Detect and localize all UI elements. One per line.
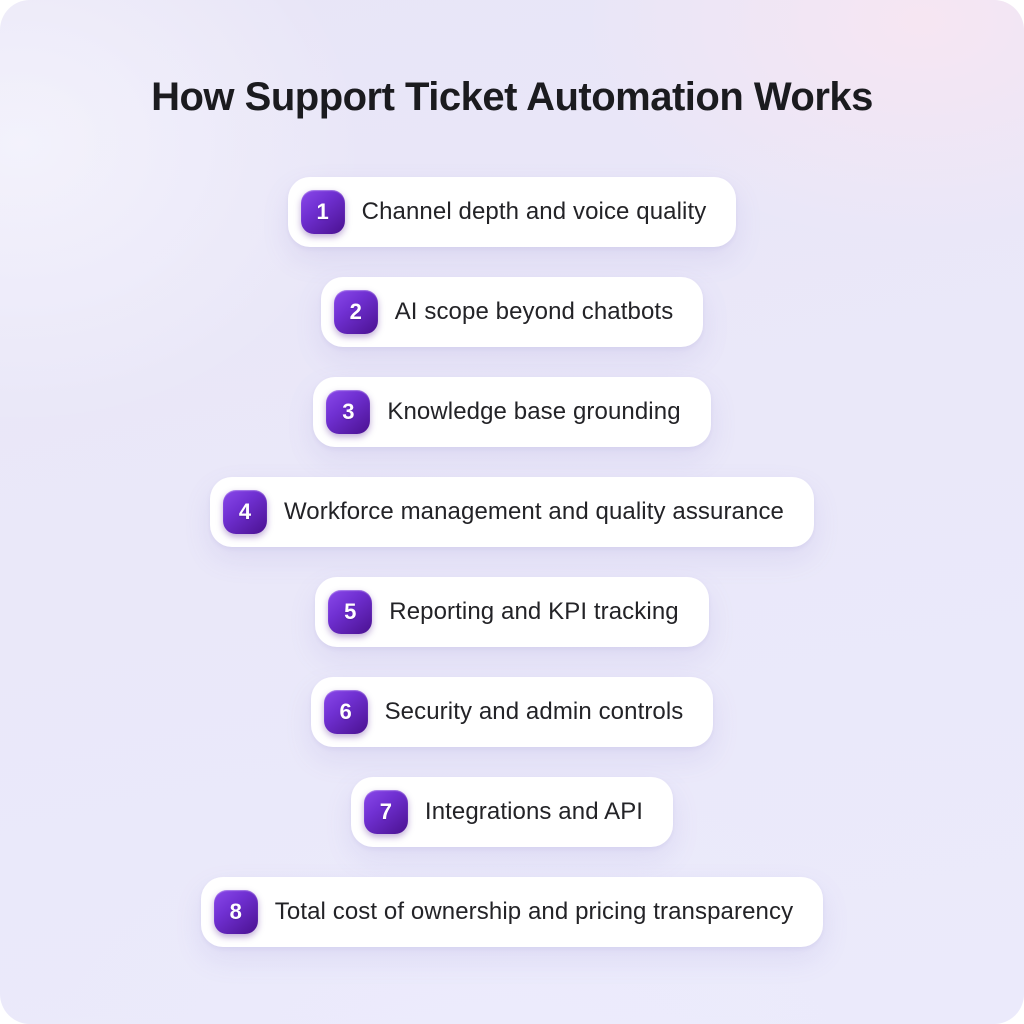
- step-number-badge: 4: [222, 490, 267, 534]
- step-number-badge: 7: [363, 790, 408, 834]
- step-card: 6 Security and admin controls: [310, 677, 714, 747]
- step-label: Knowledge base grounding: [387, 398, 681, 425]
- step-list: 1 Channel depth and voice quality 2 AI s…: [0, 177, 1024, 947]
- step-label: Total cost of ownership and pricing tran…: [274, 898, 794, 925]
- page-title: How Support Ticket Automation Works: [151, 75, 873, 119]
- step-card: 2 AI scope beyond chatbots: [320, 277, 704, 347]
- step-number-badge: 3: [326, 390, 371, 434]
- step-label: Workforce management and quality assuran…: [283, 498, 785, 525]
- step-card: 1 Channel depth and voice quality: [287, 177, 737, 247]
- step-card: 5 Reporting and KPI tracking: [315, 577, 709, 647]
- step-number-badge: 2: [333, 290, 378, 334]
- step-label: AI scope beyond chatbots: [394, 298, 674, 325]
- step-number-badge: 8: [213, 890, 258, 934]
- step-label: Channel depth and voice quality: [361, 198, 707, 225]
- step-number-badge: 6: [323, 690, 368, 734]
- step-number-badge: 5: [328, 590, 373, 634]
- step-card: 8 Total cost of ownership and pricing tr…: [200, 877, 824, 947]
- step-label: Reporting and KPI tracking: [389, 598, 679, 625]
- step-card: 3 Knowledge base grounding: [313, 377, 711, 447]
- step-label: Integrations and API: [424, 798, 644, 825]
- step-label: Security and admin controls: [384, 698, 684, 725]
- step-number-badge: 1: [300, 190, 345, 234]
- step-card: 7 Integrations and API: [350, 777, 674, 847]
- step-card: 4 Workforce management and quality assur…: [209, 477, 815, 547]
